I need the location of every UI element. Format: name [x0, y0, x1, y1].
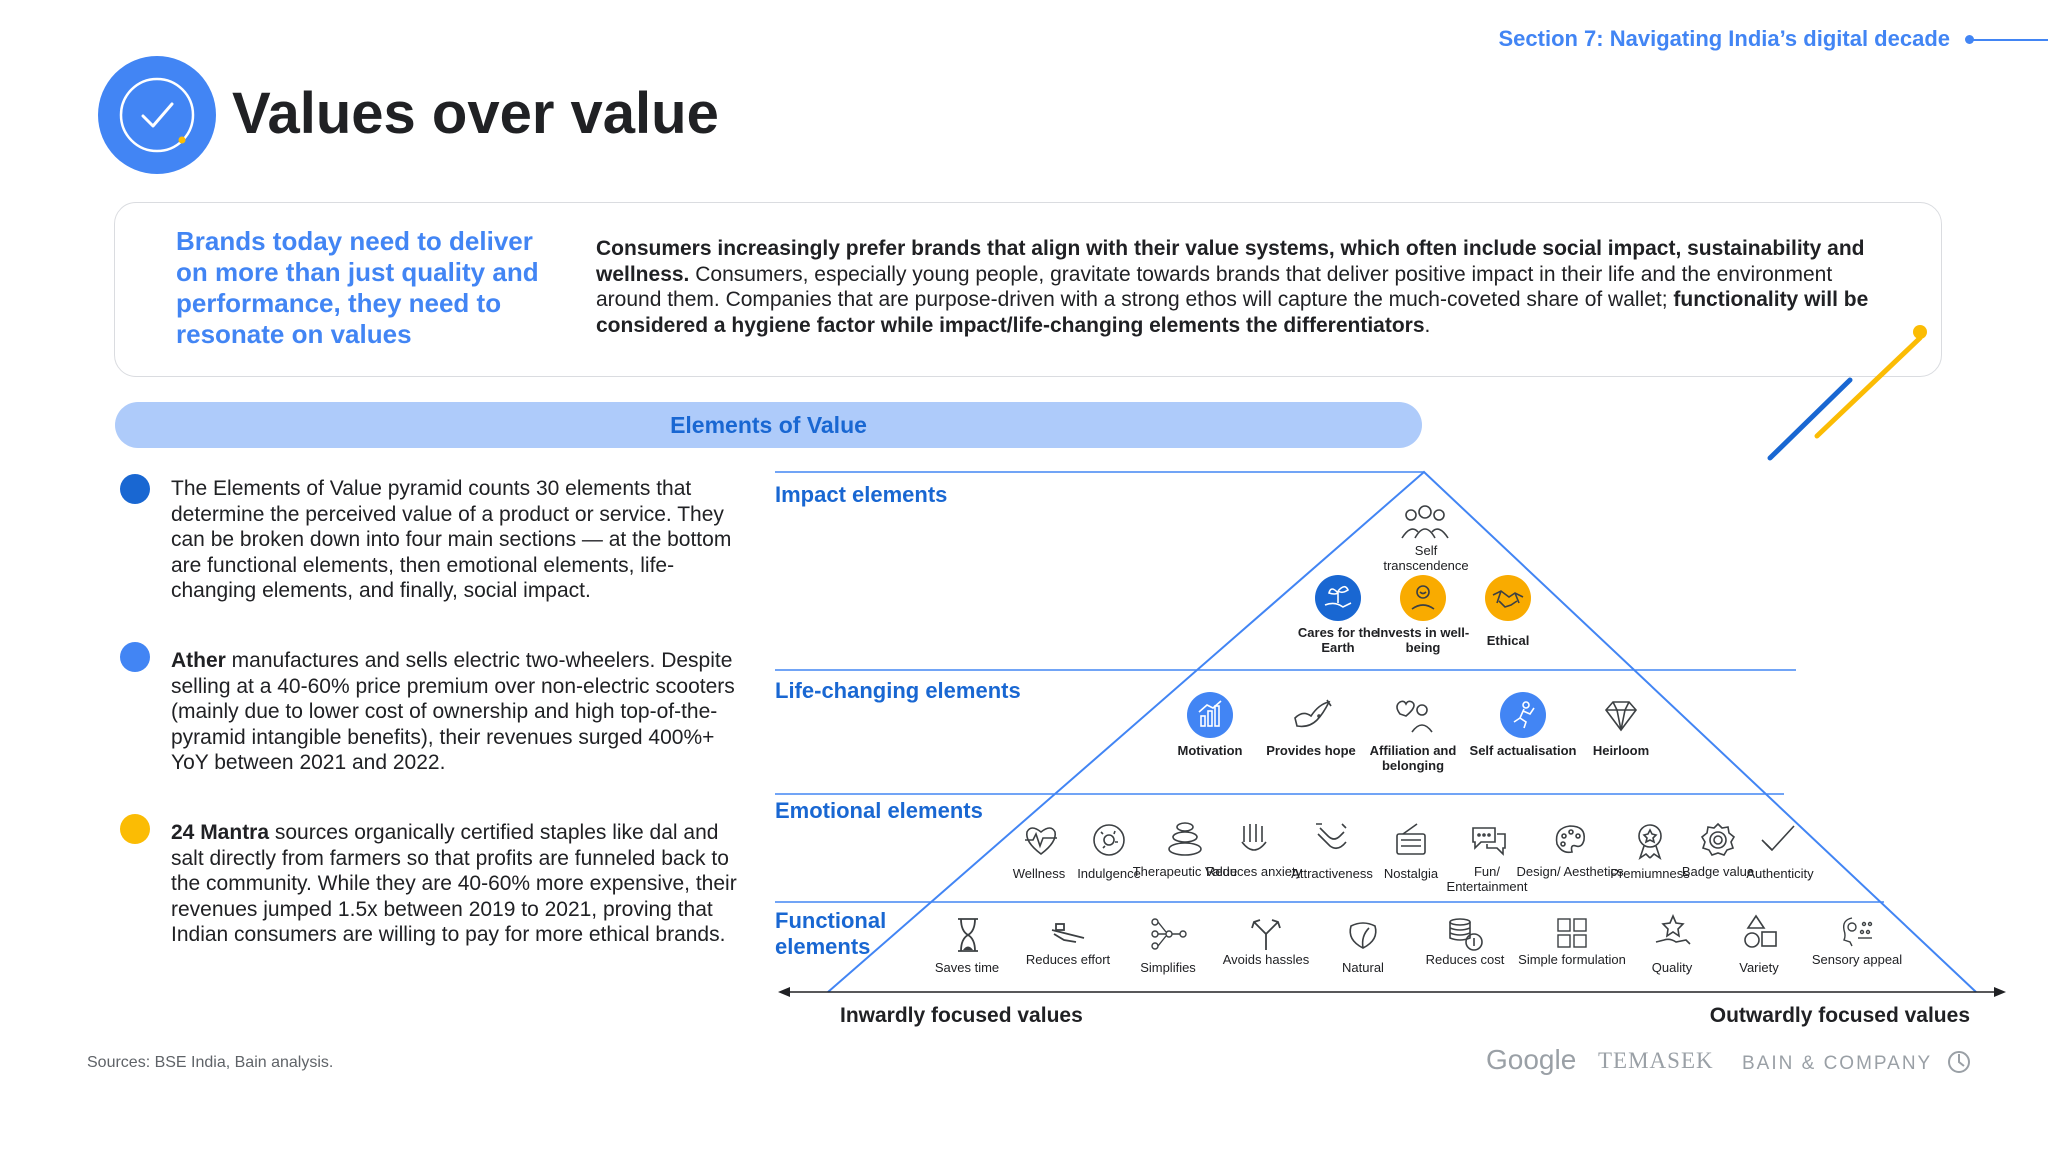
- bullet-dot-2: [120, 642, 150, 672]
- nodes-icon: [1149, 916, 1189, 952]
- bullet-text-3: 24 Mantra sources organically certified …: [171, 821, 737, 946]
- level-functional: Functional elements: [775, 908, 887, 959]
- element-design-aesthetics: Design/ Aesthetics: [1516, 864, 1624, 879]
- intro-bold-2: functionality will be considered a hygie…: [596, 288, 1869, 337]
- element-attractiveness: Attractiveness: [1291, 866, 1373, 881]
- hourglass-icon: [950, 916, 986, 954]
- element-quality: Quality: [1651, 960, 1693, 975]
- intro-bold-1: Consumers increasingly prefer brands tha…: [596, 237, 1865, 286]
- medal-icon: [1632, 822, 1668, 860]
- chat-icon: [1469, 822, 1509, 858]
- section-divider-dot: [1965, 35, 1974, 44]
- handshake-icon: [1485, 575, 1531, 621]
- element-self-transcendence: Self transcendence: [1383, 543, 1469, 573]
- element-heirloom: Heirloom: [1592, 743, 1650, 758]
- axis-label-outward: Outwardly focused values: [1709, 1004, 1970, 1027]
- sources-note: Sources: BSE India, Bain analysis.: [87, 1054, 334, 1071]
- stones-icon: [1165, 820, 1205, 858]
- palette-icon: [1552, 822, 1588, 858]
- level-life-changing: Life-changing elements: [775, 678, 1021, 703]
- level-emotional: Emotional elements: [775, 798, 983, 823]
- intro-regular: Consumers, especially young people, grav…: [596, 262, 1833, 312]
- bain-mark-icon: [1948, 1051, 1971, 1073]
- element-authenticity: Authenticity: [1746, 866, 1814, 881]
- page-title: Values over value: [232, 81, 719, 146]
- split-arrow-icon: [1248, 916, 1284, 952]
- radio-icon: [1393, 822, 1429, 858]
- wellbeing-icon: [1400, 575, 1446, 621]
- decorative-lines: [1767, 325, 1927, 461]
- donut-icon: [1091, 822, 1127, 858]
- bullet-text-1: The Elements of Value pyramid counts 30 …: [171, 477, 732, 602]
- heartbeat-icon: [1021, 822, 1061, 858]
- element-saves-time: Saves time: [934, 960, 1000, 975]
- element-indulgence: Indulgence: [1077, 866, 1141, 881]
- section-divider-line: [1968, 39, 2048, 41]
- element-fun-entertainment: Fun/ Entertainment: [1446, 864, 1528, 894]
- element-reduces-cost: Reduces cost: [1425, 952, 1505, 967]
- check-badge-icon: [98, 56, 216, 174]
- intro-card: [114, 202, 1942, 377]
- temasek-logo: TEMASEK: [1598, 1048, 1714, 1073]
- level-impact: Impact elements: [775, 482, 948, 507]
- check-icon: [1758, 822, 1798, 858]
- badge-icon: [1700, 822, 1736, 858]
- element-affiliation-and-belonging: Affiliation and belonging: [1369, 743, 1457, 773]
- diamond-icon: [1598, 696, 1644, 736]
- axis-label-inward: Inwardly focused values: [840, 1004, 1083, 1027]
- element-motivation: Motivation: [1177, 743, 1243, 758]
- affiliation-icon: [1390, 696, 1436, 736]
- magnet-icon: [1314, 822, 1350, 858]
- element-invests-in-well-being: Invests in well-being: [1376, 625, 1470, 655]
- element-therapeutic-value: Therapeutic Value: [1132, 864, 1238, 879]
- element-simple-formulation: Simple formulation: [1518, 952, 1626, 967]
- element-premiumness: Premiumness: [1610, 866, 1690, 881]
- element-sensory-appeal: Sensory appeal: [1811, 952, 1903, 967]
- intro-lead: Brands today need to deliver on more tha…: [176, 226, 539, 349]
- google-logo: Google: [1486, 1044, 1577, 1075]
- element-nostalgia: Nostalgia: [1383, 866, 1439, 881]
- coins-icon: [1446, 916, 1486, 952]
- element-self-actualisation: Self actualisation: [1469, 743, 1577, 758]
- element-variety: Variety: [1739, 960, 1779, 975]
- bullet-dot-3: [120, 814, 150, 844]
- elements-of-value-title: Elements of Value: [670, 412, 867, 438]
- bullet-dot-1: [120, 474, 150, 504]
- sensory-icon: [1838, 914, 1876, 950]
- element-reduces-effort: Reduces effort: [1025, 952, 1111, 967]
- element-ethical: Ethical: [1486, 633, 1530, 648]
- element-natural: Natural: [1342, 960, 1384, 975]
- elements-of-value-bar: [115, 402, 1422, 448]
- intro-body: Consumers increasingly prefer brands tha…: [596, 236, 1876, 338]
- element-badge-value: Badge value: [1681, 864, 1755, 879]
- plant-hand-icon: [1315, 575, 1361, 621]
- dove-icon: [1289, 696, 1335, 736]
- bullet-text-2: Ather manufactures and sells electric tw…: [171, 649, 735, 774]
- lift-icon: [1048, 918, 1088, 948]
- element-simplifies: Simplifies: [1140, 960, 1196, 975]
- people-icon: [1398, 502, 1452, 542]
- climber-icon: [1500, 692, 1546, 738]
- star-hand-icon: [1654, 914, 1692, 950]
- bain-logo: BAIN & COMPANY: [1742, 1050, 1971, 1075]
- shapes-icon: [1742, 914, 1778, 950]
- element-avoids-hassles: Avoids hassles: [1222, 952, 1310, 967]
- intro-end: .: [1424, 313, 1431, 337]
- hand-icon: [1236, 822, 1272, 858]
- element-cares-for-the-earth: Cares for the Earth: [1297, 625, 1379, 655]
- chart-icon: [1187, 692, 1233, 738]
- element-wellness: Wellness: [1012, 866, 1066, 881]
- element-reduces-anxiety: Reduces anxiety: [1205, 864, 1303, 879]
- section-label: Section 7: Navigating India’s digital de…: [1498, 26, 1950, 51]
- grid-icon: [1555, 916, 1589, 950]
- leaf-icon: [1345, 918, 1381, 952]
- element-provides-hope: Provides hope: [1266, 743, 1356, 758]
